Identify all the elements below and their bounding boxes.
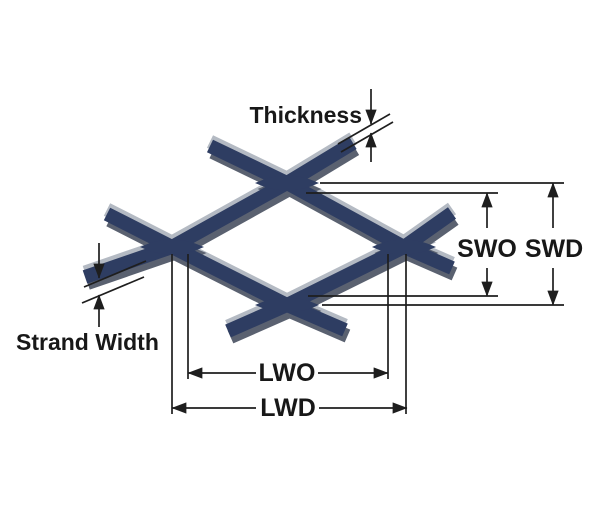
strand-path xyxy=(225,207,457,338)
lwo-dimension xyxy=(187,254,389,379)
lwd-label: LWD xyxy=(260,394,316,422)
thickness-dimension xyxy=(337,89,394,162)
thickness-label: Thickness xyxy=(250,102,363,128)
strand-width-extension-line xyxy=(81,276,145,304)
lwd-dimension xyxy=(171,254,408,414)
thickness-extension-line xyxy=(340,121,394,153)
bond-shape xyxy=(140,239,204,255)
dimension-lines xyxy=(81,89,564,414)
bond-shape xyxy=(255,175,319,191)
strand-width-label: Strand Width xyxy=(16,329,159,355)
strand-path xyxy=(103,207,348,337)
swo-dimension xyxy=(306,192,498,297)
swd-dimension xyxy=(320,182,564,306)
strand-width-dimension xyxy=(81,243,147,327)
strand-path xyxy=(82,137,357,284)
thickness-extension-line xyxy=(337,113,391,145)
mesh-top-layer xyxy=(82,137,457,338)
strand-path xyxy=(206,139,455,275)
lwo-label: LWO xyxy=(259,359,316,387)
swo-label: SWO xyxy=(457,235,517,263)
dimension-labels: Thickness SWO SWD Strand Width LWO LWD xyxy=(16,102,583,422)
strand-width-extension-line xyxy=(83,260,147,288)
swd-label: SWD xyxy=(525,235,583,263)
mesh-illustration xyxy=(82,132,459,344)
bond-shape xyxy=(255,297,319,313)
bond-shape xyxy=(372,239,436,255)
